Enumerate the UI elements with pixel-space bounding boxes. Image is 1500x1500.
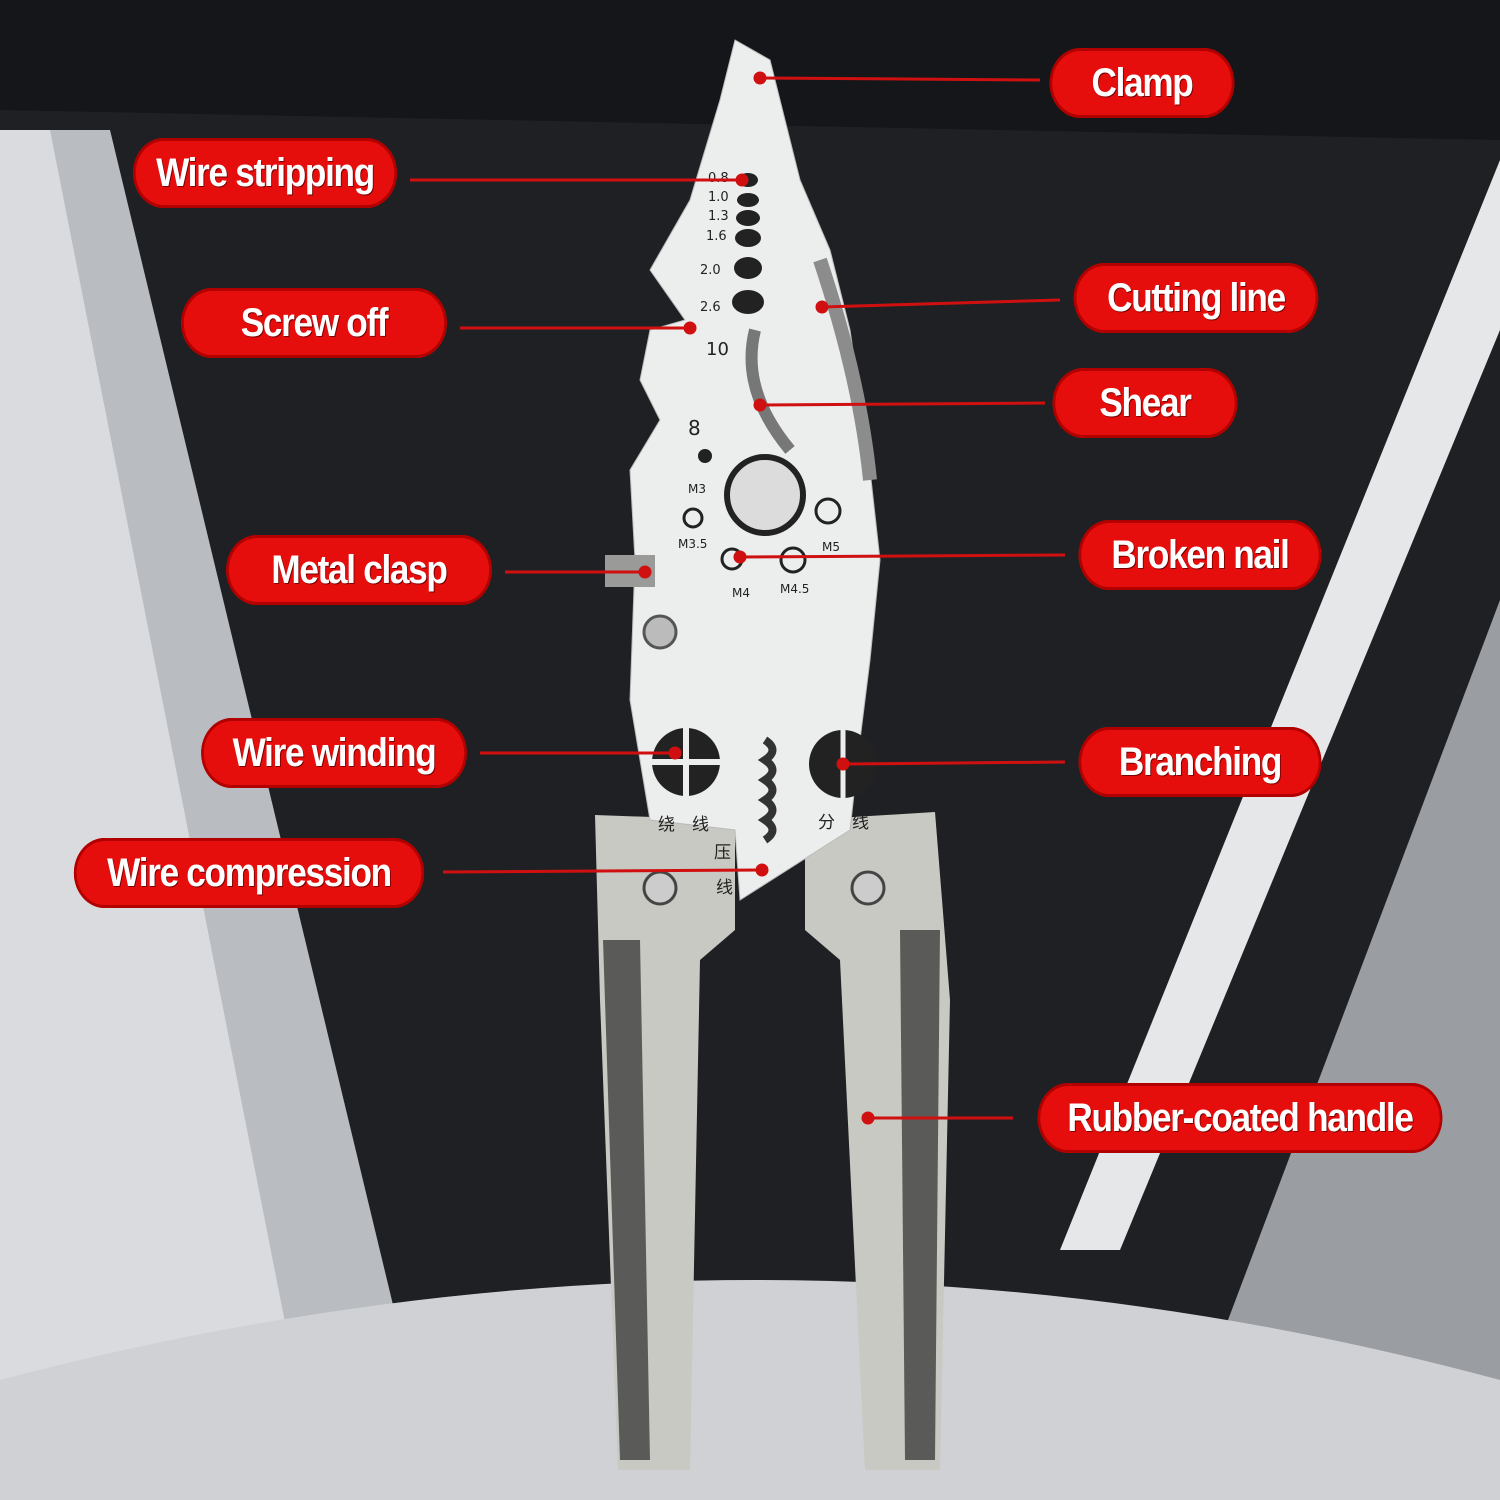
gauge-1-0: 1.0 [708, 190, 729, 205]
floor [0, 1280, 1500, 1500]
branch-char-1: 分 [818, 813, 835, 833]
label-clamp: Clamp [1049, 48, 1235, 118]
right-grip [900, 930, 940, 1460]
label-screw-off: Screw off [181, 288, 447, 358]
hole-m3-5: M3.5 [678, 537, 707, 551]
nut-size-10: 10 [706, 339, 729, 360]
press-char-2: 线 [716, 878, 733, 898]
label-wire-winding: Wire winding [201, 718, 467, 788]
hole-m4: M4 [732, 586, 750, 600]
shear-edge [745, 328, 795, 454]
right-light-panel [1160, 600, 1500, 1500]
gauge-1-3: 1.3 [708, 209, 729, 224]
clasp-rivet [642, 614, 678, 650]
label-rubber-coated-handle: Rubber-coated handle [1037, 1083, 1443, 1153]
label-branching: Branching [1078, 727, 1322, 797]
screw-hole-m5 [814, 497, 842, 525]
screw-hole-m4-5 [779, 546, 807, 574]
label-broken-nail: Broken nail [1078, 520, 1322, 590]
gauge-2-6: 2.6 [700, 300, 721, 315]
nut-size-8: 8 [688, 416, 701, 440]
label-wire-compression: Wire compression [73, 838, 425, 908]
pivot-bolt [724, 454, 806, 536]
right-handle-rivet [850, 870, 886, 906]
stripping-holes [732, 173, 764, 314]
hole-m3: M3 [688, 482, 706, 496]
winding-char-2: 线 [692, 815, 709, 835]
label-wire-stripping: Wire stripping [133, 138, 397, 208]
gauge-2-0: 2.0 [700, 263, 721, 278]
left-light-panel-inner [0, 130, 320, 1500]
label-shear: Shear [1052, 368, 1238, 438]
right-light-stripe [1060, 160, 1500, 1250]
branch-char-2: 线 [852, 813, 869, 833]
screw-hole-m3-5 [682, 507, 704, 529]
hole-m4-5: M4.5 [780, 582, 809, 596]
label-metal-clasp: Metal clasp [226, 535, 492, 605]
winding-char-1: 绕 [658, 815, 675, 835]
gauge-1-6: 1.6 [706, 229, 727, 244]
hole-m5: M5 [822, 540, 840, 554]
cutting-edge [813, 257, 877, 481]
press-char-1: 压 [714, 843, 731, 863]
left-grip [603, 940, 650, 1460]
label-cutting-line: Cutting line [1073, 263, 1319, 333]
nut-hole-8 [698, 449, 712, 463]
crimping-teeth [757, 736, 777, 844]
